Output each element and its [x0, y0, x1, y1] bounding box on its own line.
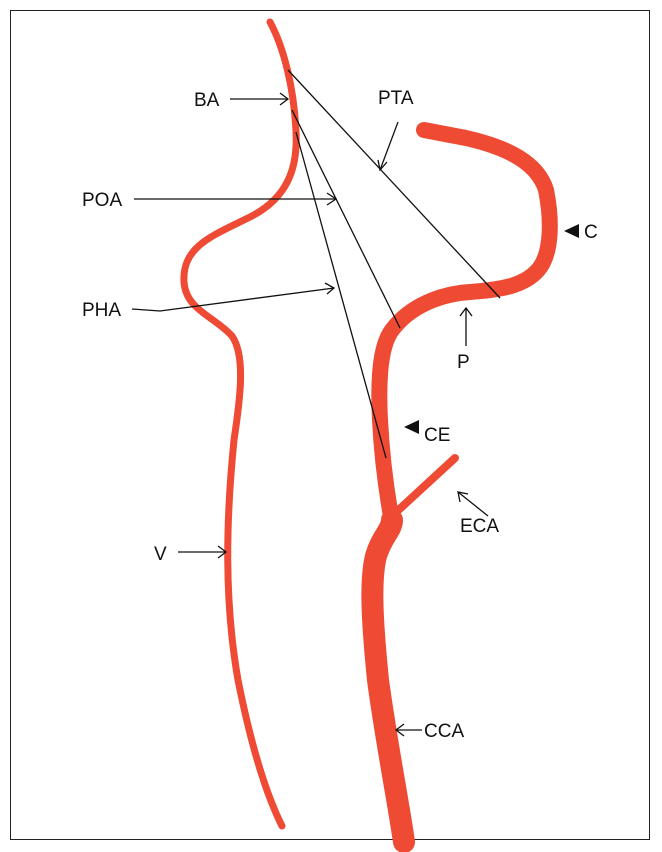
- label-ba: BA: [194, 90, 220, 111]
- internal-carotid-artery: [379, 130, 549, 522]
- c-pointer-icon: [564, 224, 579, 238]
- ce-pointer-icon: [404, 420, 419, 434]
- label-poa: POA: [82, 190, 122, 211]
- label-p: P: [457, 352, 470, 373]
- external-carotid-artery: [392, 458, 455, 516]
- label-cca: CCA: [424, 721, 464, 742]
- label-ce: CE: [424, 425, 450, 446]
- label-v: V: [154, 544, 167, 565]
- label-eca: ECA: [460, 516, 499, 537]
- pta-arrow: [380, 122, 398, 170]
- label-pha: PHA: [82, 300, 121, 321]
- pha-arrow: [132, 288, 334, 311]
- poa-line: [292, 110, 400, 328]
- eca-arrow: [458, 492, 488, 516]
- label-c: C: [584, 222, 598, 243]
- vertebral-artery: [184, 22, 296, 826]
- label-pta: PTA: [378, 88, 414, 109]
- pha-line: [296, 132, 386, 458]
- common-carotid-artery: [372, 520, 404, 842]
